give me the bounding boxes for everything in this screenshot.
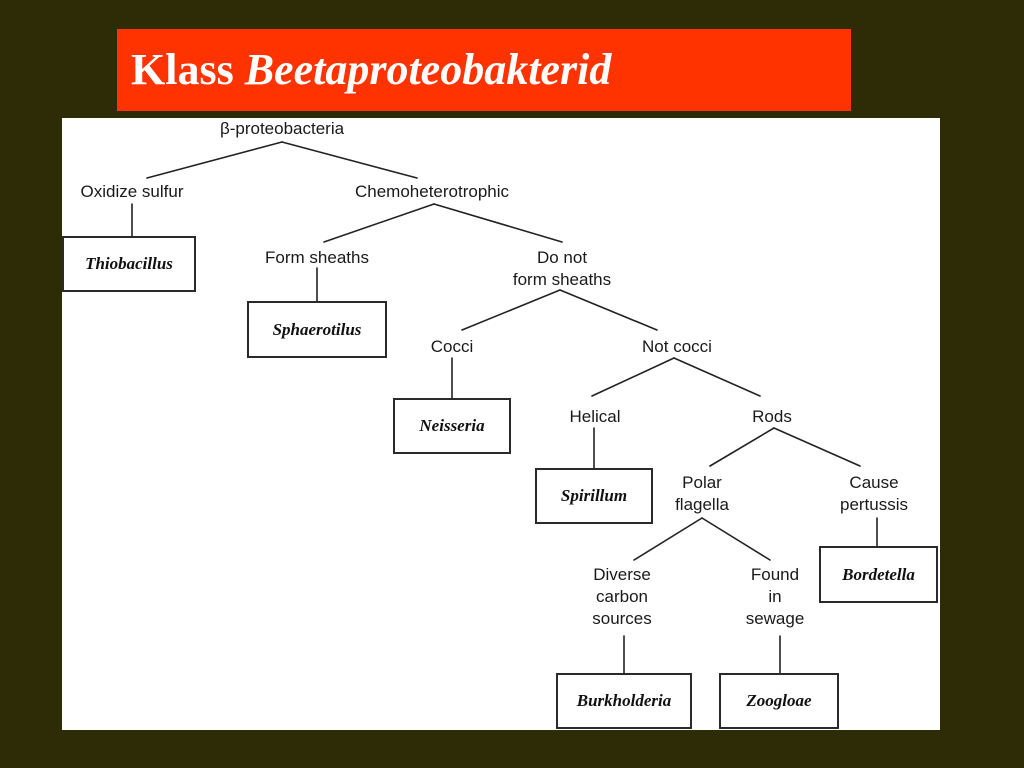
edge-notcocci-rods — [673, 357, 761, 397]
genus-box-burkholderia: Burkholderia — [556, 673, 692, 729]
genus-box-neisseria: Neisseria — [393, 398, 511, 454]
edge-polar-sewage — [701, 517, 771, 561]
node-oxidize-sulfur: Oxidize sulfur — [80, 182, 184, 201]
node-do-not-form-sheaths: Do not form sheaths — [512, 248, 612, 289]
title-prefix: Klass — [131, 45, 234, 94]
classification-tree-panel: β-proteobacteria Oxidize sulfur Chemohet… — [62, 118, 940, 730]
edge-chemo-nosheaths — [433, 203, 563, 243]
node-helical: Helical — [569, 407, 621, 426]
edge-root-oxidize — [146, 141, 283, 179]
genus-box-zoogloae: Zoogloae — [719, 673, 839, 729]
edge-nosheaths-notcocci — [559, 289, 658, 331]
genus-box-sphaerotilus: Sphaerotilus — [247, 301, 387, 358]
genus-box-bordetella: Bordetella — [819, 546, 938, 603]
node-cocci: Cocci — [430, 337, 474, 356]
edge-rods-polar — [709, 427, 775, 467]
genus-box-thiobacillus: Thiobacillus — [62, 236, 196, 292]
edge-nosheaths-cocci — [461, 289, 561, 331]
node-polar-flagella: Polar flagella — [675, 473, 729, 514]
title-taxon: Beetaproteobakterid — [244, 45, 612, 94]
slide-title: Klass Beetaproteobakterid — [117, 29, 851, 111]
genus-box-spirillum: Spirillum — [535, 468, 653, 524]
node-chemoheterotrophic: Chemoheterotrophic — [354, 182, 510, 201]
node-cause-pertussis: Cause pertussis — [839, 473, 909, 514]
node-rods: Rods — [752, 407, 792, 426]
node-form-sheaths: Form sheaths — [265, 248, 369, 267]
edge-chemo-sheaths — [323, 203, 435, 243]
edge-notcocci-helical — [591, 357, 675, 397]
node-found-in-sewage: Found in sewage — [745, 565, 805, 628]
node-diverse-carbon-sources: Diverse carbon sources — [592, 565, 652, 628]
edge-rods-pertussis — [773, 427, 861, 467]
tree-connectors — [131, 141, 878, 674]
root-label: β-proteobacteria — [219, 119, 345, 138]
node-not-cocci: Not cocci — [642, 337, 712, 356]
edge-polar-diverse — [633, 517, 703, 561]
edge-root-chemo — [281, 141, 418, 179]
